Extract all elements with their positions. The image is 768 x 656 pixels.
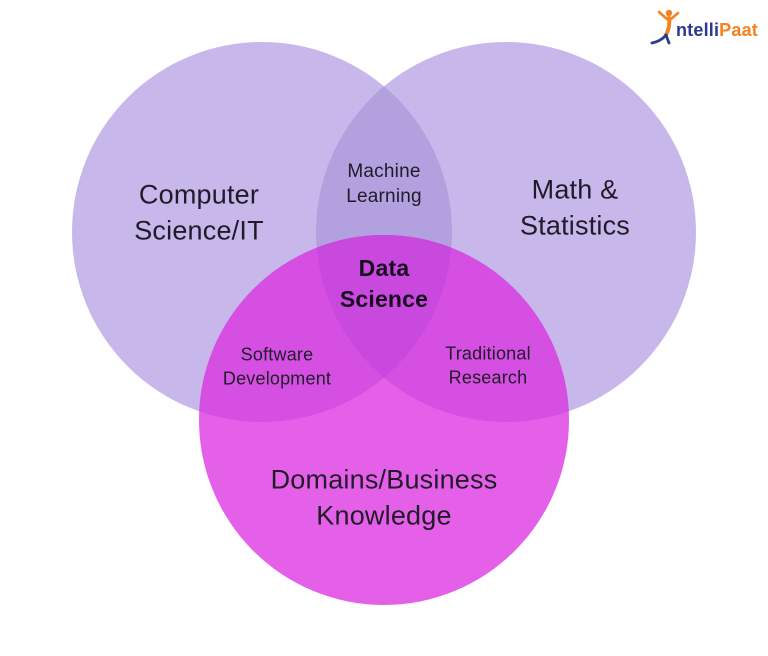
logo-text-paat: Paat <box>719 20 758 40</box>
logo-text-ntelli: ntelli <box>675 20 720 40</box>
label-traditional-research: Traditional Research <box>445 343 531 387</box>
label-math-statistics: Math & Statistics <box>519 174 631 240</box>
intellipaat-figure-icon <box>650 9 680 45</box>
label-machine-learning: Machine Learning <box>346 160 422 207</box>
intellipaat-logo-text: ntelliPaat <box>676 21 758 48</box>
label-data-science: Data Science <box>339 254 429 312</box>
label-domains-business: Domains/Business Knowledge <box>270 464 498 530</box>
label-computer-science: Computer Science/IT <box>134 179 264 245</box>
label-software-development: Software Development <box>222 344 332 388</box>
intellipaat-logo: ntelliPaat <box>650 8 758 48</box>
